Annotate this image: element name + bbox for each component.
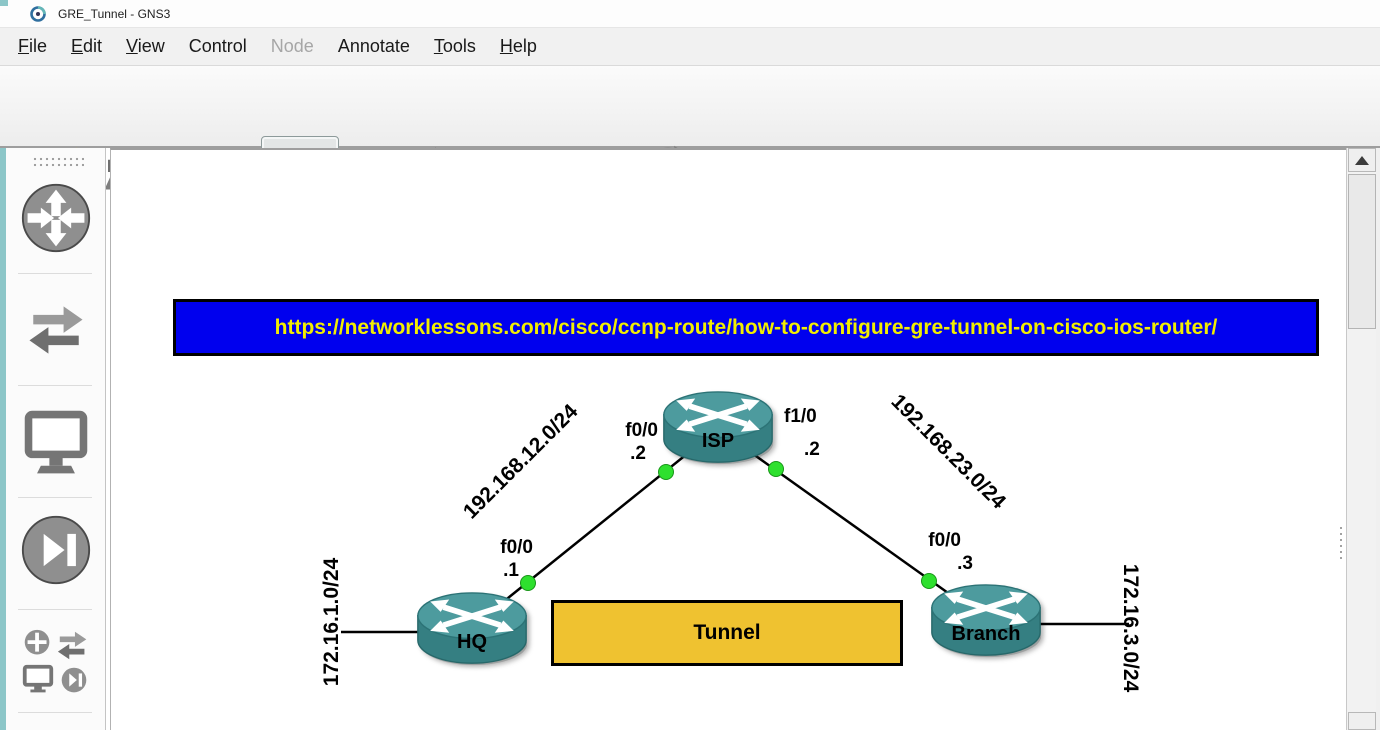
monitor-icon: [24, 410, 88, 474]
interface-label-branch-f0-0[interactable]: f0/0 .3: [928, 530, 973, 574]
router-node-isp[interactable]: ISP: [661, 389, 775, 467]
main-toolbar: a c b: [0, 66, 1380, 208]
menu-bar: File Edit View Control Node Annotate Too…: [0, 28, 1380, 66]
menu-file[interactable]: File: [18, 36, 48, 56]
link-isp-branch[interactable]: [717, 427, 987, 622]
menu-edit[interactable]: Edit: [71, 36, 103, 56]
sidebar-drag-handle[interactable]: [32, 156, 84, 168]
router-icon: [663, 391, 774, 465]
node-label[interactable]: ISP: [701, 430, 735, 452]
network-label-branch-lan[interactable]: 172.16.3.0/24: [1119, 563, 1142, 693]
browse-switches-button[interactable]: [20, 292, 92, 368]
menu-help[interactable]: Help: [499, 36, 537, 56]
menu-view[interactable]: View: [126, 36, 165, 56]
browse-routers-button[interactable]: [20, 180, 92, 256]
switch-arrows-icon: [29, 306, 83, 354]
vertical-scrollbar[interactable]: [1346, 148, 1376, 730]
window-edge: [1376, 148, 1380, 730]
menu-annotate[interactable]: Annotate: [337, 36, 410, 56]
browse-end-devices-button[interactable]: [20, 405, 92, 481]
port-status-dot: [768, 461, 784, 477]
sidebar-separator: [18, 497, 92, 498]
interface-label-hq-f0-0[interactable]: f0/0 .1: [500, 537, 533, 581]
port-status-dot: [921, 573, 937, 589]
gns3-logo-icon: [30, 5, 46, 22]
sidebar-separator: [18, 609, 92, 610]
title-bar: GRE_Tunnel - GNS3: [0, 0, 1380, 28]
up-arrow-icon: [1355, 155, 1369, 165]
dock-drag-handle[interactable]: [1338, 525, 1344, 561]
sidebar-separator: [18, 385, 92, 386]
interface-label-isp-f0-0[interactable]: f0/0 .2: [625, 420, 658, 464]
router-node-branch[interactable]: Branch: [929, 582, 1043, 660]
router-node-hq[interactable]: HQ: [415, 590, 529, 668]
port-status-dot: [658, 464, 674, 480]
url-banner-text: https://networklessons.com/cisco/ccnp-ro…: [274, 315, 1218, 339]
sidebar-separator: [18, 712, 92, 713]
sidebar-separator: [18, 273, 92, 274]
device-sidebar: [6, 148, 106, 730]
interface-label-isp-f1-0[interactable]: f1/0 .2: [784, 406, 820, 460]
menu-tools[interactable]: Tools: [433, 36, 476, 56]
router-icon: [417, 592, 528, 666]
scrollbar-thumb[interactable]: [1348, 174, 1376, 329]
scroll-up-button[interactable]: [1348, 148, 1376, 172]
router-circle-arrows-icon: [21, 183, 91, 253]
browse-security-devices-button[interactable]: [20, 512, 92, 588]
tunnel-rectangle[interactable]: Tunnel: [551, 600, 903, 666]
router-icon: [931, 584, 1042, 658]
node-label[interactable]: HQ: [457, 631, 487, 653]
scroll-down-button[interactable]: [1348, 712, 1376, 730]
play-bar-circle-icon: [21, 515, 91, 585]
window-edge: [0, 0, 8, 6]
topology-canvas[interactable]: https://networklessons.com/cisco/ccnp-ro…: [110, 148, 1346, 730]
window-title: GRE_Tunnel - GNS3: [58, 6, 171, 21]
node-label[interactable]: Branch: [951, 623, 1021, 645]
window-edge: [0, 148, 6, 730]
menu-control[interactable]: Control: [188, 36, 247, 56]
all-devices-grid-icon: [22, 629, 87, 693]
port-status-dot: [520, 575, 536, 591]
link-hq-isp[interactable]: [471, 428, 719, 628]
menu-node: Node: [270, 36, 314, 56]
tunnel-label: Tunnel: [693, 621, 761, 644]
browse-all-devices-button[interactable]: [20, 625, 92, 701]
network-label-hq-lan[interactable]: 172.16.1.0/24: [320, 557, 343, 687]
url-banner-note[interactable]: https://networklessons.com/cisco/ccnp-ro…: [173, 299, 1319, 356]
